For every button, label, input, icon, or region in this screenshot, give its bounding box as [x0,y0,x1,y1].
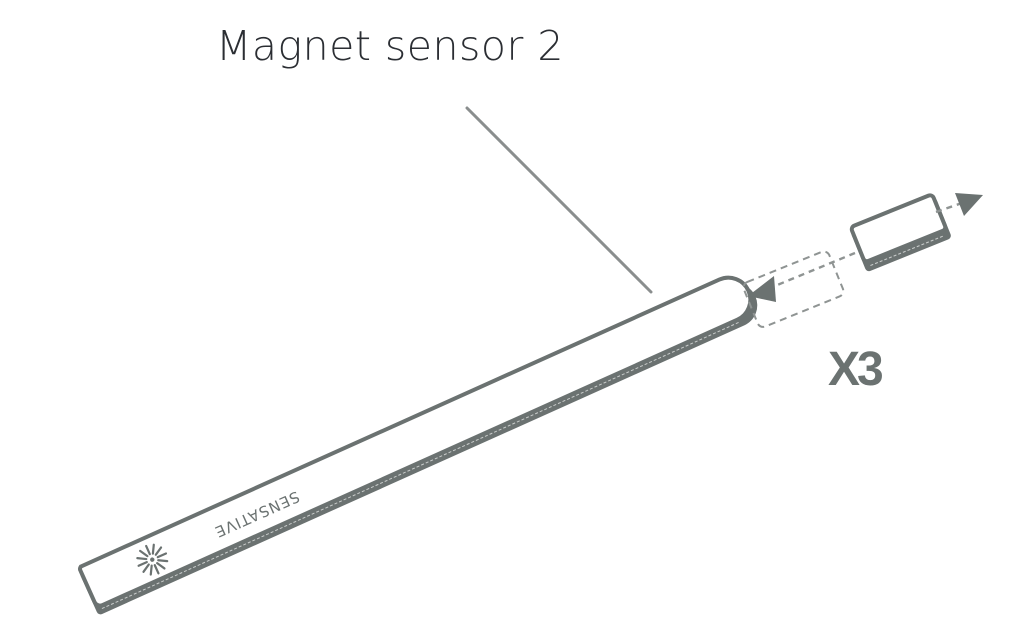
magnet [849,193,951,272]
attach-arrow-icon [748,276,776,302]
leader-line [465,106,653,294]
attach-arrow-line [769,251,856,290]
diagram-title: Magnet sensor 2 [216,22,564,70]
magnet-placement-outline [742,250,845,328]
brand-logo-icon [136,543,169,576]
remove-arrow-icon [955,193,983,216]
sensor-strip: SENSATIVE [78,275,758,615]
quantity-label: X3 [828,343,884,396]
remove-arrow-line [935,201,963,214]
